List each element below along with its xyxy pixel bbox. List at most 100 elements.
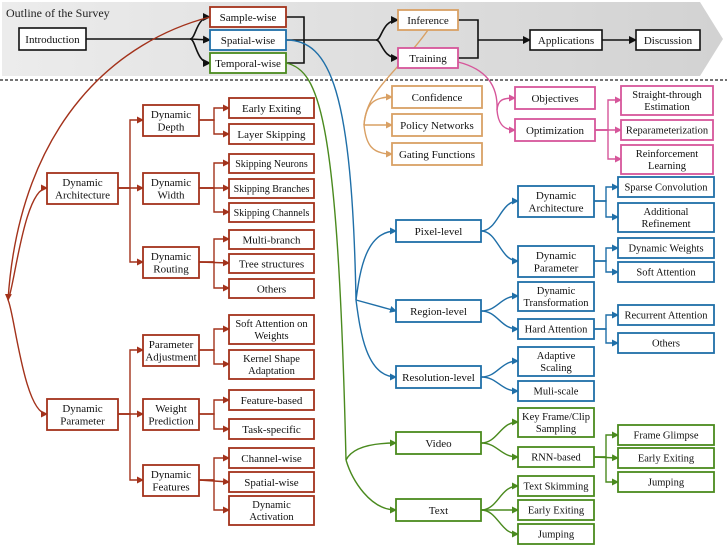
training-to-right-connector: [458, 40, 479, 59]
spatial-to-pixel-connector: [355, 227, 397, 301]
temporal-wise-node-box: [209, 52, 287, 74]
adjust-to-soft-connector: [199, 325, 230, 351]
soft-attention-weights-node-label: Soft Attention on: [235, 319, 308, 330]
region-level-node-label: Region-level: [410, 306, 467, 318]
applications-node: Applications: [529, 29, 603, 51]
gating-functions-node-label: Gating Functions: [399, 149, 475, 161]
text-early-exiting-node: Early Exiting: [517, 499, 595, 521]
dynamic-features-node-label: Features: [152, 482, 189, 494]
inference-node: Inference: [397, 9, 459, 31]
frame-glimpse-node-box: [617, 424, 715, 446]
spatial-dynamic-parameter-node-box: [517, 245, 595, 278]
spatial-others-node-label: Others: [652, 339, 680, 350]
reparameterization-node-box: [620, 119, 714, 141]
region-to-hard-connector: [480, 310, 519, 333]
frame-glimpse-node-label: Frame Glimpse: [633, 431, 698, 442]
straight-through-node-label: Estimation: [644, 102, 690, 113]
spatial-wise2-node-label: Spatial-wise: [244, 477, 298, 489]
hard-attention-node-label: Hard Attention: [525, 325, 588, 336]
jumping-node: Jumping: [617, 471, 715, 493]
gating-functions-node: Gating Functions: [391, 142, 483, 166]
multi-branch-node-label: Multi-branch: [242, 234, 301, 246]
tree-structures-node-label: Tree structures: [239, 258, 304, 270]
dynamic-weights-node: Dynamic Weights: [617, 237, 715, 259]
dynamic-parameter-node-box: [46, 398, 119, 431]
spatial-long-curve-connector: [285, 39, 357, 301]
to-inference-connector: [375, 16, 399, 41]
task-specific-node-box: [228, 418, 315, 440]
res-to-multiscale-connector: [480, 376, 519, 395]
multi-scale-node: Muli-scale: [517, 380, 595, 402]
dynamic-features-node-label: Dynamic: [151, 469, 191, 481]
resolution-level-node: Resolution-level: [395, 365, 482, 389]
text-early-exiting-node-label: Early Exiting: [528, 506, 585, 517]
dynamic-width-node-box: [142, 172, 200, 205]
reparameterization-node-label: Reparameterization: [626, 126, 709, 137]
video-to-key-connector: [480, 418, 519, 444]
dynamic-routing-node-label: Routing: [153, 264, 189, 276]
inference-node-box: [397, 9, 459, 31]
dynamic-transformation-node-box: [517, 281, 595, 312]
training-node-label: Training: [409, 53, 447, 65]
others-node-label: Others: [257, 283, 286, 295]
rnn-to-jumping-connector: [594, 456, 619, 486]
dynamic-activation-node-label: Dynamic: [252, 500, 291, 511]
hard-to-others-connector: [594, 328, 619, 347]
objectives-node: Objectives: [514, 86, 596, 110]
task-specific-node-label: Task-specific: [242, 424, 301, 436]
dynamic-weights-node-label: Dynamic Weights: [628, 244, 703, 255]
pixel-to-param-connector: [480, 230, 519, 265]
width-to-channels-connector: [199, 187, 230, 216]
discussion-node: Discussion: [635, 29, 701, 51]
weight-prediction-node-box: [142, 398, 200, 431]
hard-to-recurrent-connector: [594, 311, 619, 330]
jumping-node-box: [617, 471, 715, 493]
text-node: Text: [395, 498, 482, 522]
feature-based-node: Feature-based: [228, 389, 315, 411]
soft-attention-node-label: Soft Attention: [636, 268, 696, 279]
sparam-to-soft-connector: [594, 260, 619, 276]
training-curve-connector: [457, 61, 498, 111]
rnn-based-node: RNN-based: [517, 446, 595, 468]
multi-branch-node-box: [228, 229, 315, 250]
discussion-node-box: [635, 29, 701, 51]
recurrent-attention-node: Recurrent Attention: [617, 304, 715, 326]
skipping-branches-node-label: Skipping Branches: [234, 184, 310, 195]
text-early-exiting-node-box: [517, 499, 595, 521]
hard-attention-node-box: [517, 318, 595, 340]
region-level-node-box: [395, 299, 482, 323]
tree-structures-node-box: [228, 253, 315, 274]
connector-lines: [4, 13, 637, 538]
train-to-objectives-connector: [496, 94, 516, 111]
dynamic-activation-node-box: [228, 495, 315, 526]
kernel-shape-node-box: [228, 349, 315, 380]
features-to-activation-connector: [199, 479, 230, 514]
others-node-box: [228, 278, 315, 299]
adjust-to-kernel-connector: [199, 349, 230, 368]
policy-networks-node-label: Policy Networks: [400, 120, 474, 132]
text-skimming-node: Text Skimming: [517, 475, 595, 497]
multi-scale-node-box: [517, 380, 595, 402]
feature-based-node-label: Feature-based: [241, 395, 303, 407]
video-node-box: [395, 431, 482, 455]
spatial-wise2-node: Spatial-wise: [228, 471, 315, 493]
skipping-branches-node-box: [228, 178, 315, 199]
spatial-wise2-node-box: [228, 471, 315, 493]
hard-attention-node: Hard Attention: [517, 318, 595, 340]
dynamic-depth-node-box: [142, 104, 200, 137]
applications-node-box: [529, 29, 603, 51]
sarch-to-refine-connector: [594, 200, 619, 221]
temporal-long-curve-connector: [285, 62, 347, 461]
skipping-channels-node: Skipping Channels: [228, 202, 315, 223]
skipping-neurons-node-box: [228, 153, 315, 174]
